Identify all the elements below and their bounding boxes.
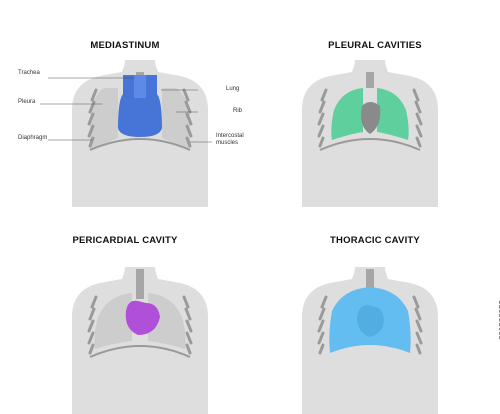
spine	[366, 72, 374, 88]
panel-thoracic-cavity: THORACIC CAVITY	[250, 207, 500, 414]
pericardial-region	[125, 300, 160, 335]
ribcage	[317, 295, 423, 355]
pleural-region	[331, 88, 409, 140]
panel-title: THORACIC CAVITY	[330, 235, 420, 246]
label-lung: Lung	[226, 86, 240, 92]
panel-title: PLEURAL CAVITIES	[328, 40, 422, 51]
panel-title: PERICARDIAL CAVITY	[72, 235, 178, 246]
panel-pericardial-cavity: PERICARDIAL CAVITY	[0, 207, 250, 414]
spine	[366, 269, 374, 291]
panel-title: MEDIASTINUM	[90, 40, 160, 51]
mediastinum-region	[118, 75, 162, 137]
panel-pleural-cavities: PLEURAL CAVITIES	[250, 0, 500, 207]
ribcage	[87, 88, 193, 151]
torso-illustration	[302, 60, 438, 207]
label-pleura: Pleura	[18, 99, 36, 105]
label-intercostal: Intercostal muscles	[216, 133, 244, 146]
label-lines	[40, 77, 212, 143]
thoracic-region	[329, 287, 411, 353]
ribcage	[317, 88, 423, 151]
panel-mediastinum: MEDIASTINUM Trachea Pleura Diaphragm Lun…	[0, 0, 250, 207]
torso-illustration	[302, 267, 438, 414]
torso-illustration	[72, 267, 208, 414]
label-rib: Rib	[233, 108, 243, 114]
lungs	[94, 293, 186, 349]
spine	[136, 269, 144, 299]
label-diaphragm: Diaphragm	[18, 135, 48, 141]
torso-illustration	[40, 60, 212, 207]
ribcage	[87, 295, 193, 358]
label-trachea: Trachea	[18, 70, 40, 76]
